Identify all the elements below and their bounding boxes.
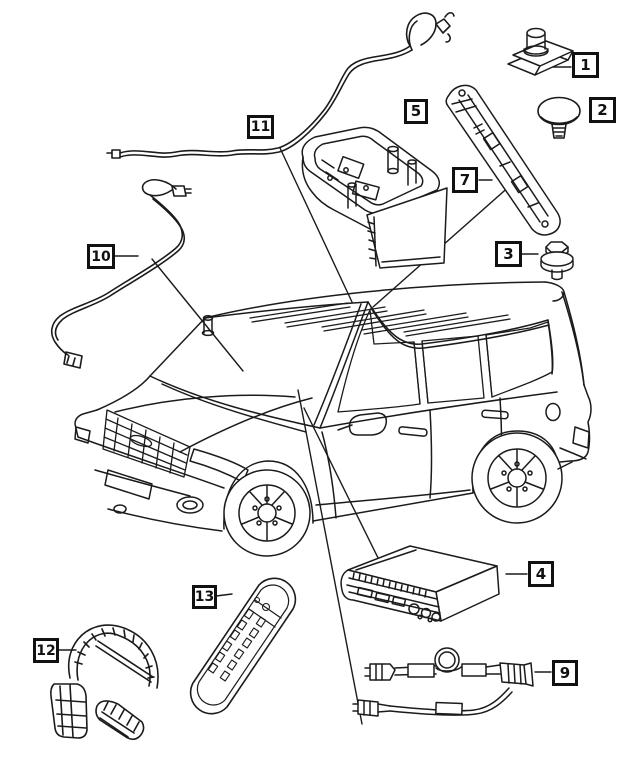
part-wiring-harness-9 bbox=[353, 648, 533, 716]
part-headphones-12 bbox=[51, 625, 158, 739]
front-grille bbox=[103, 410, 190, 477]
front-wheel bbox=[224, 461, 313, 556]
part-remote-control-13 bbox=[191, 578, 296, 713]
callout-10[interactable]: 10 bbox=[87, 244, 115, 269]
vehicle-illustration bbox=[75, 282, 591, 556]
callout-5[interactable]: 5 bbox=[404, 99, 428, 124]
side-mirror bbox=[338, 413, 386, 435]
part-hex-screw-3 bbox=[541, 242, 573, 280]
taillight bbox=[573, 427, 589, 448]
callout-4[interactable]: 4 bbox=[528, 561, 554, 587]
fuel-door bbox=[546, 404, 560, 421]
ear-cup bbox=[51, 684, 87, 738]
callout-1[interactable]: 1 bbox=[572, 52, 599, 78]
callout-2[interactable]: 2 bbox=[589, 97, 616, 123]
leader-lines bbox=[58, 67, 571, 724]
part-mounting-bracket-7 bbox=[446, 85, 560, 235]
callout-7[interactable]: 7 bbox=[452, 167, 478, 193]
roof-rack-slats bbox=[250, 303, 510, 336]
part-push-pin-2 bbox=[538, 98, 580, 139]
part-overhead-console-5 bbox=[302, 127, 447, 268]
callout-9[interactable]: 9 bbox=[552, 660, 578, 686]
callout-11[interactable]: 11 bbox=[247, 115, 274, 139]
part-antenna-cable-11 bbox=[107, 13, 454, 158]
part-u-nut-clip-1 bbox=[508, 29, 573, 76]
antenna-mast bbox=[203, 316, 214, 336]
part-antenna-cable-10 bbox=[52, 180, 191, 368]
rear-wheel bbox=[472, 431, 562, 523]
callout-13[interactable]: 13 bbox=[192, 585, 217, 609]
callout-12[interactable]: 12 bbox=[33, 638, 59, 663]
part-radio-unit-4 bbox=[341, 546, 499, 622]
ear-cup bbox=[96, 701, 144, 739]
callout-3[interactable]: 3 bbox=[495, 241, 522, 267]
